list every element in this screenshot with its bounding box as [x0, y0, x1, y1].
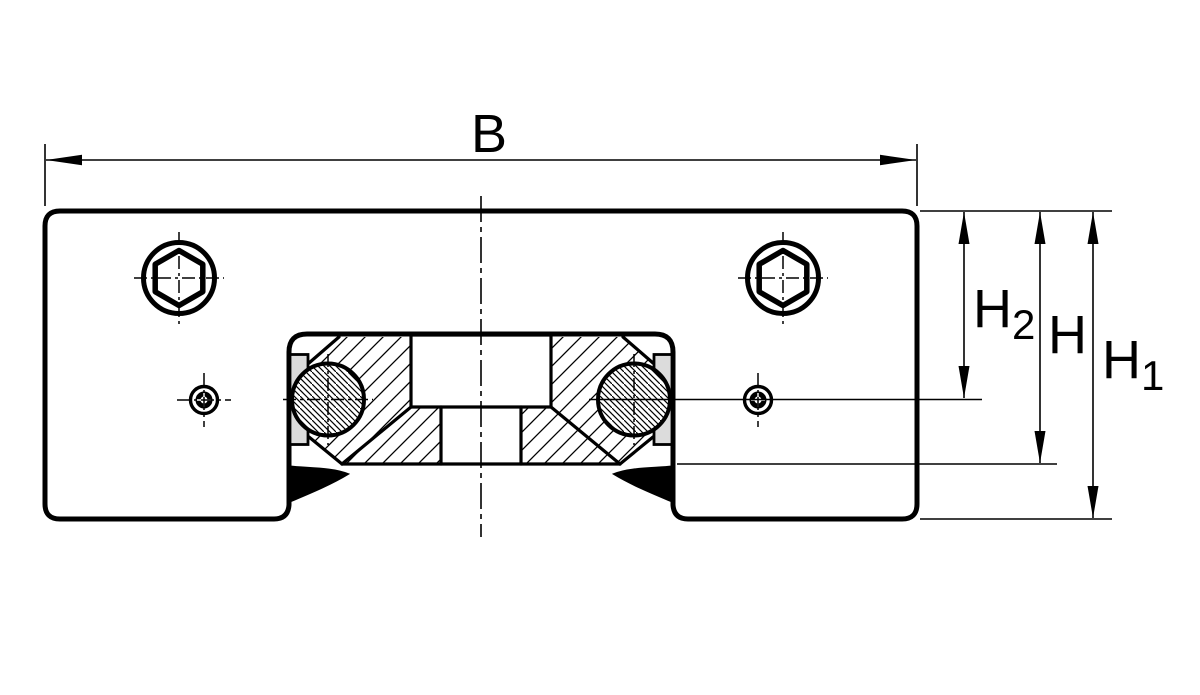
hole-left-crosshair — [177, 373, 231, 427]
screw-left-crosshair — [134, 232, 224, 324]
arrowhead-h1-bottom — [1087, 486, 1099, 518]
arrowhead-h-top — [1034, 212, 1046, 244]
carriage-plate-outline — [42, 208, 920, 522]
pocket-chamfer-bottom-right — [618, 435, 655, 466]
arrowhead-h-bottom — [1034, 431, 1046, 463]
arrowhead-h2-top — [958, 212, 970, 244]
centerlines — [134, 196, 828, 537]
raceway-diagonal-left — [340, 405, 413, 466]
dimension-h: H — [1034, 212, 1087, 463]
raceway-diagonal-right — [549, 405, 622, 466]
dimension-label-b: B — [471, 104, 507, 164]
hex-socket-screw-left — [141, 240, 217, 316]
pocket-chamfer-bottom-left — [307, 435, 344, 466]
dimension-h2: H2 — [958, 212, 1035, 398]
dimension-label-h1: H1 — [1102, 330, 1164, 399]
screw-right-crosshair — [738, 232, 828, 324]
dimension-b: B — [46, 104, 916, 166]
arrowhead-h2-bottom — [958, 366, 970, 398]
pocket-chamfer-top-left — [307, 335, 341, 365]
dimension-label-h2: H2 — [973, 279, 1035, 348]
dimension-h1: H1 — [1087, 212, 1164, 518]
ball-left-crosshair — [283, 354, 373, 445]
pocket-chamfer-top-right — [621, 335, 655, 365]
carriage-plate — [42, 208, 920, 522]
arrowhead-b-left — [46, 154, 82, 166]
arrowhead-b-right — [880, 154, 916, 166]
wiper-seal-right — [611, 465, 673, 503]
hex-socket-screw-right — [745, 240, 821, 316]
dimension-label-h: H — [1048, 305, 1087, 365]
arrowhead-h1-top — [1087, 212, 1099, 244]
wiper-seal-left — [289, 465, 351, 503]
dimensions: B H2 H H1 — [44, 104, 1164, 520]
